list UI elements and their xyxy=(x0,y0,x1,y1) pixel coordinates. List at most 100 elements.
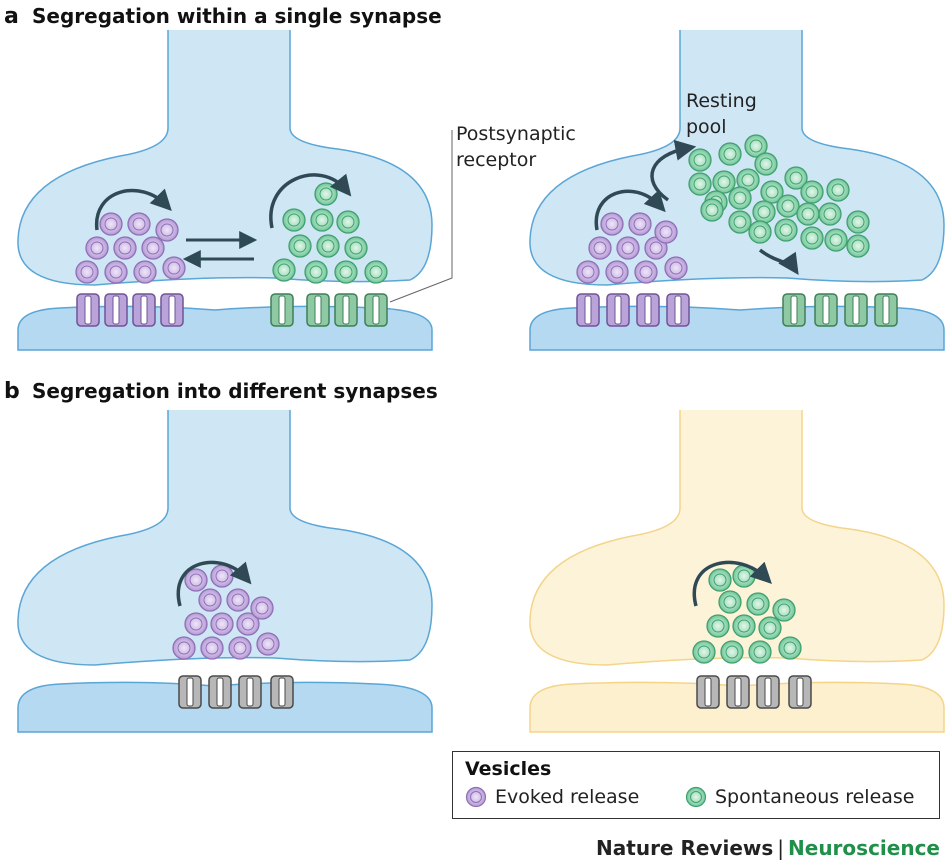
spontaneous-vesicle xyxy=(772,598,796,622)
evoked-vesicle xyxy=(634,260,658,284)
receptor-group xyxy=(696,675,812,709)
legend-item-spontaneous: Spontaneous release xyxy=(685,786,915,808)
evoked-vesicle xyxy=(200,636,224,660)
spontaneous-vesicle xyxy=(754,152,778,176)
recycling-arrow-evoked xyxy=(594,189,666,231)
spontaneous-vesicle xyxy=(700,198,724,222)
panel-a-title: Segregation within a single synapse xyxy=(32,4,442,28)
neutral-receptor xyxy=(788,675,812,709)
spontaneous-vesicle xyxy=(796,202,820,226)
spontaneous-vesicle xyxy=(272,258,296,282)
evoked-vesicle-cluster xyxy=(172,564,280,660)
evoked-receptor xyxy=(666,293,690,327)
evoked-receptor-group xyxy=(76,293,184,327)
panel-b-right-synapse xyxy=(529,410,945,733)
evoked-vesicle xyxy=(99,212,123,236)
evoked-vesicle xyxy=(141,236,165,260)
resting-pool-vesicles xyxy=(688,134,870,258)
evoked-receptor xyxy=(132,293,156,327)
spontaneous-vesicle xyxy=(800,180,824,204)
credit-separator: | xyxy=(777,836,785,860)
spontaneous-vesicle xyxy=(748,640,772,664)
evoked-receptor xyxy=(576,293,600,327)
spontaneous-vesicle xyxy=(728,186,752,210)
spontaneous-vesicle xyxy=(744,134,768,158)
publisher-name: Nature Reviews xyxy=(596,836,774,860)
evoked-vesicle xyxy=(226,588,250,612)
legend-spontaneous-label: Spontaneous release xyxy=(715,786,915,808)
spontaneous-vesicle xyxy=(824,228,848,252)
spontaneous-vesicle xyxy=(732,614,756,638)
evoked-vesicle xyxy=(576,260,600,284)
evoked-vesicle xyxy=(228,636,252,660)
evoked-vesicle-cluster xyxy=(576,212,688,284)
evoked-vesicle xyxy=(198,588,222,612)
evoked-vesicle xyxy=(250,596,274,620)
spontaneous-receptor xyxy=(364,293,388,327)
annotation-pool-line1: Resting xyxy=(686,90,757,112)
publication-credit: Nature Reviews|Neuroscience xyxy=(596,836,940,860)
spontaneous-vesicle xyxy=(826,178,850,202)
spontaneous-receptor xyxy=(844,293,868,327)
spontaneous-vesicle xyxy=(776,194,800,218)
spontaneous-vesicle-cluster xyxy=(692,564,802,664)
spontaneous-receptor xyxy=(270,293,294,327)
panel-a-left-synapse xyxy=(17,30,433,351)
panel-b-title: Segregation into different synapses xyxy=(32,379,438,403)
spontaneous-vesicle xyxy=(712,170,736,194)
evoked-vesicle xyxy=(605,260,629,284)
spontaneous-vesicle xyxy=(846,210,870,234)
panel-a-right-synapse: Resting pool xyxy=(529,30,945,351)
evoked-vesicle xyxy=(184,612,208,636)
spontaneous-vesicle xyxy=(282,208,306,232)
evoked-vesicle xyxy=(588,236,612,260)
spontaneous-vesicle xyxy=(692,640,716,664)
spontaneous-vesicle-cluster xyxy=(272,182,388,284)
spontaneous-receptor xyxy=(814,293,838,327)
evoked-vesicle xyxy=(162,256,186,280)
spontaneous-receptor-group xyxy=(270,293,388,327)
evoked-vesicle xyxy=(133,260,157,284)
legend-title: Vesicles xyxy=(465,758,552,780)
spontaneous-vesicle xyxy=(688,148,712,172)
spontaneous-vesicle-icon xyxy=(685,786,707,808)
spontaneous-vesicle xyxy=(758,616,782,640)
spontaneous-vesicle xyxy=(718,590,742,614)
spontaneous-receptor xyxy=(782,293,806,327)
evoked-vesicle xyxy=(616,236,640,260)
evoked-vesicle xyxy=(113,236,137,260)
spontaneous-vesicle xyxy=(728,210,752,234)
spontaneous-vesicle xyxy=(334,260,358,284)
panel-b-left-synapse xyxy=(17,410,433,733)
evoked-vesicle xyxy=(155,218,179,242)
evoked-receptor xyxy=(636,293,660,327)
receptor-group xyxy=(178,675,294,709)
evoked-vesicle xyxy=(127,212,151,236)
evoked-vesicle xyxy=(172,636,196,660)
evoked-vesicle xyxy=(104,260,128,284)
spontaneous-vesicle xyxy=(778,636,802,660)
spontaneous-vesicle xyxy=(706,614,730,638)
spontaneous-vesicle xyxy=(718,142,742,166)
spontaneous-receptor xyxy=(306,293,330,327)
evoked-vesicle xyxy=(210,564,234,588)
postsynaptic-terminal xyxy=(529,305,945,351)
pool-mobilization-arrow xyxy=(650,139,697,202)
neutral-receptor xyxy=(178,675,202,709)
recycling-arrow-spontaneous xyxy=(269,173,352,229)
spontaneous-vesicle xyxy=(344,236,368,260)
evoked-vesicle-icon xyxy=(465,786,487,808)
evoked-vesicle-cluster xyxy=(75,212,186,284)
spontaneous-vesicle xyxy=(760,180,784,204)
panel-b-label: b xyxy=(4,379,20,404)
spontaneous-vesicle xyxy=(720,640,744,664)
spontaneous-vesicle xyxy=(288,234,312,258)
spontaneous-vesicle xyxy=(736,168,760,192)
evoked-vesicle xyxy=(184,568,208,592)
evoked-vesicle xyxy=(664,256,688,280)
presynaptic-terminal xyxy=(529,410,945,666)
recycling-arrow xyxy=(692,560,772,607)
legend-evoked-label: Evoked release xyxy=(495,786,640,808)
evoked-vesicle xyxy=(85,236,109,260)
